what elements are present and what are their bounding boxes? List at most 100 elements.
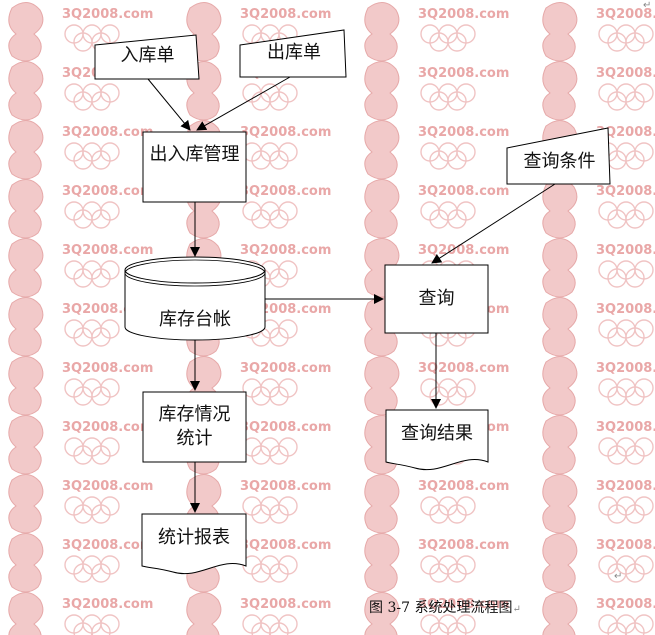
- watermark-text: 3Q2008.com: [62, 7, 153, 22]
- watermark-logo: [8, 592, 44, 635]
- watermark-ring: [625, 445, 645, 465]
- query-result-label: 查询结果: [401, 423, 473, 444]
- watermark-text: 3Q2008.com: [62, 184, 153, 199]
- stats-label: 库存情况统计: [158, 404, 231, 449]
- watermark-text: 3Q2008.com: [596, 361, 655, 376]
- watermark-logo: [8, 297, 44, 357]
- watermark-ring: [625, 622, 645, 635]
- watermark-logo: [542, 356, 578, 416]
- watermark-text: 3Q2008.com: [240, 7, 331, 22]
- watermark-text: 3Q2008.com: [596, 302, 655, 317]
- watermark-ring: [269, 268, 289, 288]
- watermark-logo: [8, 474, 44, 534]
- watermark-text: 3Q2008.com: [418, 7, 509, 22]
- watermark-text: 3Q2008.com: [596, 538, 655, 553]
- watermark-ring: [447, 622, 467, 635]
- watermark-ring: [269, 622, 289, 635]
- watermark-ring: [625, 32, 645, 52]
- watermark-ring: [269, 209, 289, 229]
- watermark-ring: [625, 91, 645, 111]
- process-manage-box: [142, 131, 247, 203]
- watermark-logo: [542, 179, 578, 239]
- watermark-ring: [625, 150, 645, 170]
- watermark-text: 3Q2008.com: [596, 7, 655, 22]
- watermark-ring: [91, 150, 111, 170]
- watermark-text: 3Q2008.com: [240, 361, 331, 376]
- watermark-ring: [91, 504, 111, 524]
- watermark-logo: [8, 533, 44, 593]
- watermark-logo: [8, 415, 44, 475]
- watermark-logo: [542, 592, 578, 635]
- query-result-document: [385, 409, 489, 471]
- watermark-text: 3Q2008.com: [418, 125, 509, 140]
- report-label: 统计报表: [158, 527, 230, 548]
- watermark-logo: [542, 297, 578, 357]
- watermark-text: 3Q2008.com: [62, 420, 153, 435]
- watermark-text: 3Q2008.com: [62, 479, 153, 494]
- watermark-ring: [91, 563, 111, 583]
- watermark-logo: [364, 61, 400, 121]
- watermark-text: 3Q2008.com: [418, 184, 509, 199]
- watermark-logo: [364, 120, 400, 180]
- watermark-text: 3Q2008.com: [418, 538, 509, 553]
- watermark-logo: [542, 415, 578, 475]
- ledger-label: 库存台帐: [159, 309, 231, 330]
- watermark-ring: [91, 386, 111, 406]
- watermark-text: 3Q2008.com: [240, 243, 331, 258]
- watermark-ring: [269, 91, 289, 111]
- watermark-ring: [91, 91, 111, 111]
- watermark-text: 3Q2008.com: [418, 66, 509, 81]
- watermark-ring: [447, 386, 467, 406]
- watermark-text: 3Q2008.com: [596, 125, 655, 140]
- watermark-ring: [625, 504, 645, 524]
- caption-para-mark: ↵: [512, 604, 521, 615]
- input-out-label: 出库单: [267, 42, 321, 63]
- watermark-text: 3Q2008.com: [62, 597, 153, 612]
- watermark-text: 3Q2008.com: [62, 125, 153, 140]
- watermark-text: 3Q2008.com: [240, 597, 331, 612]
- watermark-ring: [269, 327, 289, 347]
- watermark-ring: [269, 563, 289, 583]
- watermark-text: 3Q2008.com: [596, 184, 655, 199]
- watermark-logo: [186, 592, 222, 635]
- watermark-text: 3Q2008.com: [240, 125, 331, 140]
- watermark-logo: [542, 238, 578, 298]
- watermark-logo: [542, 474, 578, 534]
- watermark-ring: [269, 150, 289, 170]
- watermark-logo: [542, 61, 578, 121]
- para-mark-top: ↵: [643, 0, 652, 11]
- watermark-ring: [447, 504, 467, 524]
- watermark-logo: [8, 238, 44, 298]
- watermark-logo: [8, 120, 44, 180]
- watermark-text: 3Q2008.com: [418, 597, 509, 612]
- watermark-ring: [625, 563, 645, 583]
- watermark-text: 3Q2008.com: [62, 361, 153, 376]
- arrow-in-to-manage: [147, 78, 191, 131]
- watermark-text: 3Q2008.com: [596, 66, 655, 81]
- watermark-ring: [91, 268, 111, 288]
- watermark-ring: [91, 209, 111, 229]
- watermark-text: 3Q2008.com: [418, 361, 509, 376]
- watermark-ring: [91, 327, 111, 347]
- watermark-ring: [91, 445, 111, 465]
- figure-caption: 图 3-7 系统处理流程图↵: [369, 597, 521, 617]
- watermark-ring: [269, 445, 289, 465]
- watermark-ring: [447, 150, 467, 170]
- watermark-logo: [8, 356, 44, 416]
- watermark-ring: [447, 563, 467, 583]
- arrow-cond-to-query: [431, 183, 556, 264]
- watermark-logo: [364, 592, 400, 635]
- watermark-logo: [364, 474, 400, 534]
- stats-box: [142, 391, 247, 463]
- watermark-text: 3Q2008.com: [240, 538, 331, 553]
- watermark-ring: [269, 386, 289, 406]
- watermark-ring: [625, 327, 645, 347]
- watermark-text: 3Q2008.com: [596, 479, 655, 494]
- ledger-database: [124, 256, 266, 341]
- watermark-text: 3Q2008.com: [62, 243, 153, 258]
- watermark-logo: [542, 533, 578, 593]
- watermark-ring: [447, 32, 467, 52]
- watermark-logo: [8, 179, 44, 239]
